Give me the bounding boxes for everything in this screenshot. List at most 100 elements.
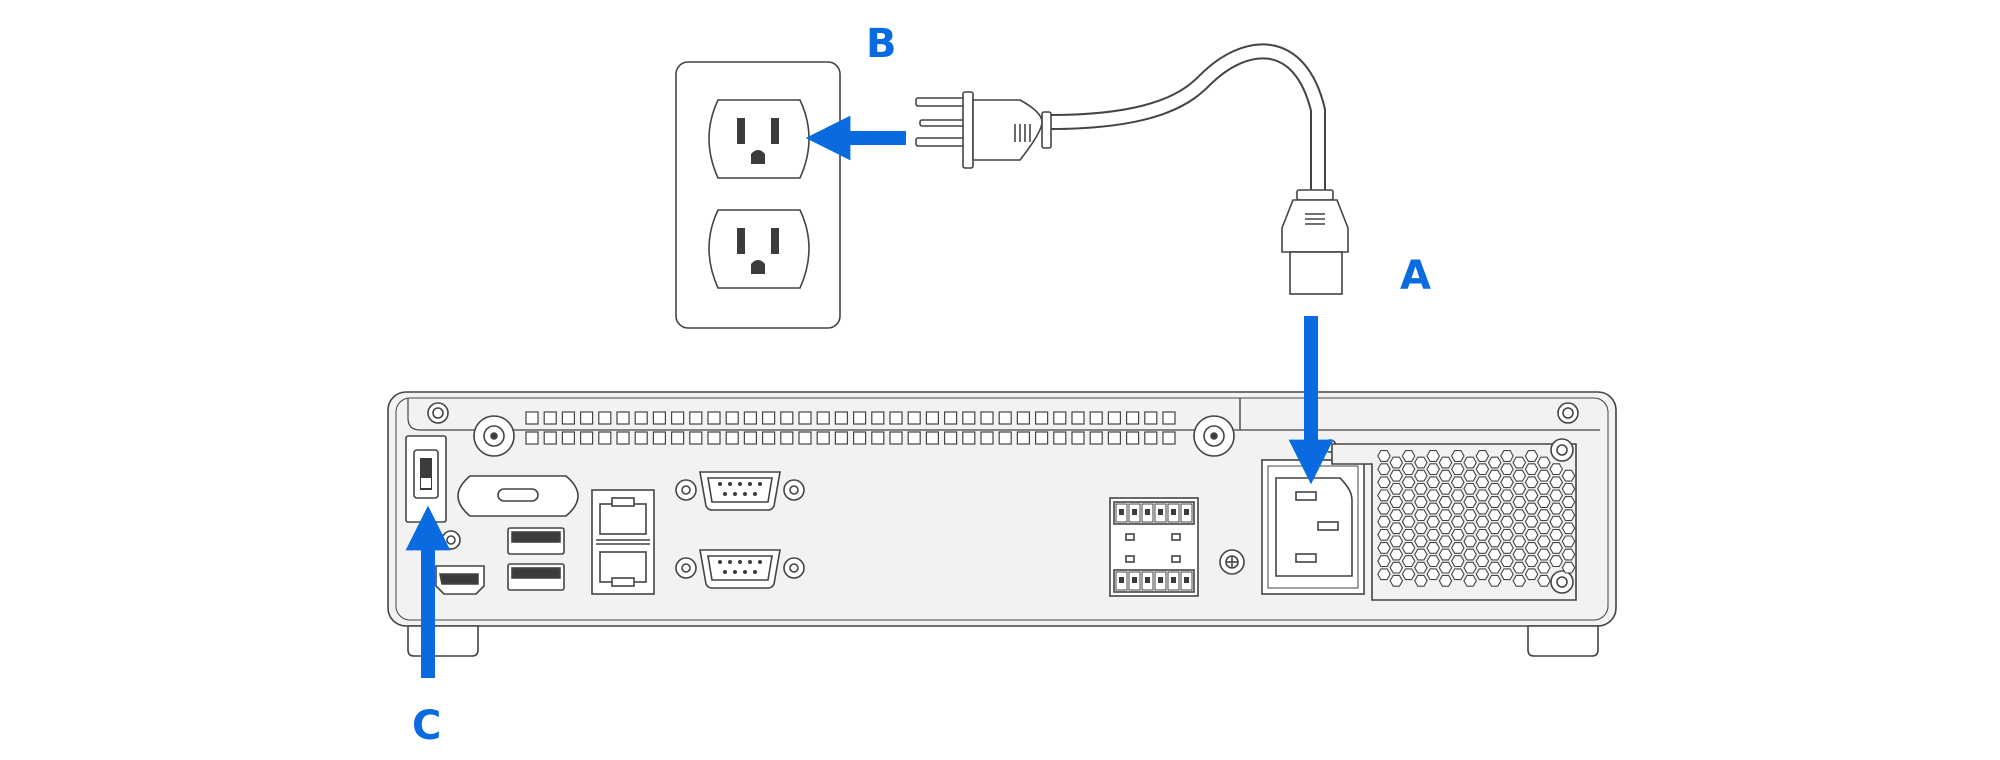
serial-pin	[738, 482, 742, 486]
vent-slot	[943, 411, 958, 425]
vent-hex	[1463, 482, 1477, 495]
status-led	[441, 530, 461, 550]
vent-hex	[1463, 456, 1477, 469]
vent-hex	[1414, 574, 1428, 587]
vent-slot	[852, 411, 867, 425]
serial-pin	[748, 482, 752, 486]
vent-hex	[1401, 568, 1416, 581]
vent-hex	[1377, 542, 1391, 554]
vent-slot	[579, 411, 594, 425]
vent-hex	[1438, 509, 1453, 522]
vent-slot	[907, 431, 921, 445]
vent-slot	[1107, 411, 1122, 425]
vent-slot	[1034, 431, 1049, 445]
vent-hex	[1377, 568, 1391, 581]
vent-slot	[598, 431, 612, 445]
vent-hex	[1512, 574, 1527, 587]
terminal-pin	[1145, 577, 1150, 583]
vent-slot	[1162, 411, 1176, 425]
vent-hex	[1524, 463, 1539, 476]
vent-hex	[1512, 548, 1527, 561]
vent-hex	[1500, 542, 1514, 554]
power-cord	[1042, 43, 1326, 198]
vent-hex	[1475, 515, 1490, 528]
serial-pins	[718, 482, 762, 574]
vent-hex	[1377, 476, 1391, 489]
vent-hex	[1450, 555, 1465, 568]
serial-port-bottom	[675, 549, 805, 589]
vent-hex	[1450, 528, 1465, 541]
vent-hex	[1475, 476, 1490, 489]
serial-pin	[748, 560, 752, 564]
vent-hex	[1549, 502, 1564, 515]
terminal-pin	[1158, 577, 1163, 583]
vent-hex	[1524, 528, 1539, 541]
vent-hex	[1561, 509, 1576, 522]
serial-pin	[733, 492, 737, 496]
vent-hex	[1500, 568, 1514, 581]
vent-hex	[1524, 476, 1539, 489]
display-port	[457, 475, 579, 517]
vent-slot	[670, 411, 685, 425]
serial-pin	[743, 570, 747, 574]
vent-hex	[1524, 555, 1539, 568]
vent-hex	[1426, 528, 1441, 541]
vent-hex	[1414, 509, 1428, 522]
vent-slot	[725, 411, 739, 425]
vent-hex	[1463, 509, 1477, 522]
terminal-pin	[1132, 509, 1137, 515]
vent-slot	[579, 431, 594, 445]
vent-hex	[1463, 522, 1477, 535]
callout-a: A	[1400, 253, 1431, 299]
vent-hex	[1377, 450, 1391, 462]
vent-hex	[1512, 509, 1527, 522]
vent-hex	[1500, 450, 1514, 462]
vent-hex	[1389, 482, 1404, 495]
vent-hex	[1561, 535, 1576, 548]
vent-hex	[1401, 463, 1416, 476]
vent-hex	[1475, 502, 1490, 515]
vent-hex	[1426, 489, 1441, 502]
vent-hex	[1463, 535, 1477, 548]
vent-hex	[1537, 522, 1551, 535]
vent-slot	[1144, 411, 1158, 425]
vent-hex	[1463, 548, 1477, 561]
vent-hex	[1500, 476, 1514, 489]
vent-slot	[816, 411, 830, 425]
vent-hex	[1487, 456, 1502, 469]
iec-connector-icon	[1281, 189, 1349, 295]
serial-pin	[728, 560, 732, 564]
vent-slot	[816, 431, 830, 445]
vent-hex	[1524, 450, 1539, 462]
vent-hex	[1512, 535, 1527, 548]
vent-hex	[1377, 528, 1391, 541]
vent-hex	[1487, 482, 1502, 495]
vent-slot	[871, 411, 885, 425]
vent-hex	[1426, 542, 1441, 554]
vent-hex	[1401, 450, 1416, 462]
vent-slot	[743, 431, 758, 445]
serial-pin	[753, 570, 757, 574]
vent-hex	[1549, 489, 1564, 502]
vent-hex	[1401, 555, 1416, 568]
vent-hex	[1475, 450, 1490, 462]
vent-slot	[634, 411, 648, 425]
vent-slot	[1125, 411, 1140, 425]
vent-slot	[907, 411, 921, 425]
vent-hex	[1512, 482, 1527, 495]
vent-hex	[1414, 469, 1428, 482]
vent-hex	[1414, 548, 1428, 561]
callout-b: B	[866, 21, 897, 67]
serial-pin	[728, 482, 732, 486]
vent-hex	[1524, 515, 1539, 528]
vent-hex	[1487, 522, 1502, 535]
vent-hex	[1414, 496, 1428, 508]
vent-slot	[1016, 431, 1031, 445]
vent-slot	[652, 411, 667, 425]
vent-slot	[980, 411, 994, 425]
serial-port-top	[675, 471, 805, 511]
vent-hex	[1537, 574, 1551, 587]
vent-hex	[1450, 463, 1465, 476]
vent-slot	[670, 431, 685, 445]
terminal-pin	[1132, 577, 1137, 583]
